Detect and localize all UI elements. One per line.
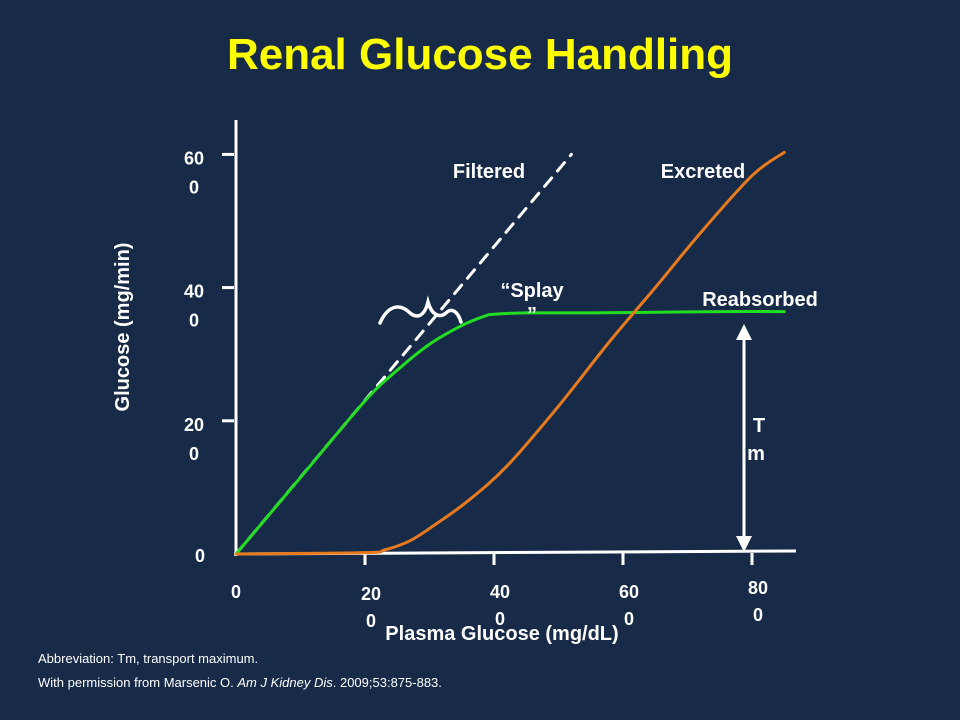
series-label-reabsorbed: Reabsorbed <box>702 289 818 311</box>
tm-arrow-down-icon <box>736 536 752 552</box>
series-reabsorbed-line <box>234 310 786 556</box>
tm-arrow-up-icon <box>736 324 752 340</box>
permission-prefix: With permission from Marsenic O. <box>38 675 238 690</box>
abbreviation-note: Abbreviation: Tm, transport maximum. <box>38 651 259 666</box>
permission-note: With permission from Marsenic O. Am J Ki… <box>38 675 442 690</box>
series-excreted-line <box>234 150 786 556</box>
journal-name: Am J Kidney Dis <box>237 675 333 690</box>
permission-suffix: . 2009;53:875-883. <box>332 675 442 690</box>
x-tick-label: 0 <box>231 582 241 602</box>
page-title: Renal Glucose Handling <box>226 30 734 79</box>
series-label-excreted: Excreted <box>661 161 746 183</box>
splay-brace-icon <box>378 295 463 325</box>
x-axis-label: Plasma Glucose (mg/dL) <box>385 623 618 645</box>
splay-annotation: “Splay” <box>500 280 564 326</box>
y-tick-label: 0 <box>195 546 205 566</box>
y-axis-label: Glucose (mg/min) <box>112 243 134 412</box>
series-label-filtered: Filtered <box>453 161 525 183</box>
